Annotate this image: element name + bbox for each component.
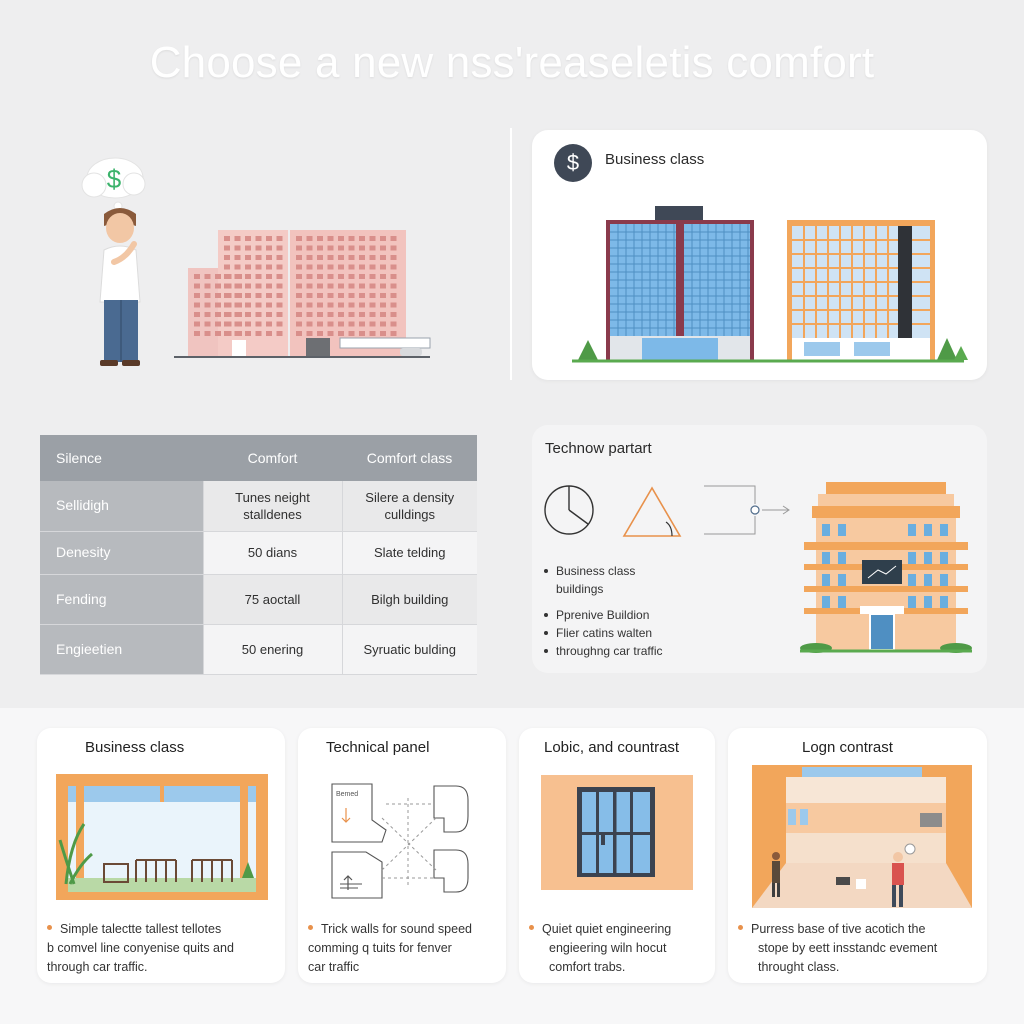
pie-clock-icon [544, 485, 594, 535]
business-class-title: Business class [605, 151, 705, 168]
person-figure [772, 852, 780, 897]
table-header-cell: Silence [40, 435, 203, 481]
bottom-card-lobic-countrast: Lobic, and countrast Quiet quiet enginee… [519, 728, 715, 983]
pink-apartment-buildings [174, 230, 431, 358]
card-description: Simple talectte tallest tellotes b comve… [47, 922, 234, 974]
technow-bullet-list: Business class buildings Pprenive Buildi… [544, 562, 663, 660]
card-description: Purress base of tive acotich the stope b… [738, 920, 979, 977]
table-cell: Slate telding [341, 531, 477, 575]
lounge-interior-illustration [56, 774, 268, 900]
connector-arrow-icon [704, 485, 790, 535]
thinking-person [99, 208, 141, 366]
row-label: Fending [40, 574, 203, 625]
table-header-cell: Comfort class [342, 435, 477, 481]
technical-symbols [544, 485, 790, 537]
row-label: Engieetien [40, 624, 203, 675]
list-item: Business class [544, 562, 663, 580]
table-row: Engieetien 50 enering Syruatic bulding [40, 624, 477, 675]
dollar-thought-bubble-icon: $ [81, 157, 146, 211]
bottom-card-business-class: Business class Simple talectte tallest t… [37, 728, 285, 983]
vertical-divider [510, 128, 512, 380]
table-header-cell: Comfort [203, 435, 342, 481]
office-buildings-illustration [572, 206, 968, 363]
triangle-angle-icon [622, 486, 682, 537]
svg-text:$: $ [107, 164, 122, 194]
person-figure [892, 843, 916, 907]
page-title: Choose a new nss'reaseletis comfort [149, 38, 875, 87]
table-row: Fending 75 aoctall Bilgh building [40, 574, 477, 625]
table-cell: Bilgh building [341, 574, 477, 625]
bottom-card-logn-contrast: Logn contrast Purress base of tive acoti… [728, 728, 987, 983]
window-wall-illustration [541, 775, 693, 890]
business-class-card: $ Business class [532, 130, 987, 380]
table-cell: Syruatic bulding [341, 624, 477, 675]
list-item: throughng car traffic [544, 642, 663, 660]
bottom-card-technical-panel: Technical panel Bemed Trick walls for so… [298, 728, 506, 983]
row-label: Sellidigh [40, 481, 203, 532]
comparison-table: Silence Comfort Comfort class Sellidigh … [40, 435, 477, 675]
tall-apartment-illustration [800, 482, 972, 653]
hero-illustration: $ [81, 157, 431, 366]
table-cell: 75 aoctall [202, 574, 342, 625]
office-interior-illustration [752, 765, 972, 908]
card-title: Business class [85, 739, 185, 756]
technow-title: Technow partart [545, 440, 652, 457]
card-title: Logn contrast [802, 739, 893, 756]
card-description: Trick walls for sound speed comming q tu… [308, 922, 472, 974]
list-item-continuation: buildings [556, 582, 604, 596]
list-item: Flier catins walten [544, 624, 663, 642]
card-description: Quiet quiet engineering engieering wiln … [529, 920, 707, 977]
technow-card: Technow partart Business class buildings… [532, 425, 987, 673]
technical-diagram-illustration: Bemed [331, 783, 469, 899]
table-header-row: Silence Comfort Comfort class [40, 435, 477, 481]
dollar-icon: $ [554, 144, 592, 182]
table-cell: 50 enering [202, 624, 342, 675]
list-item: Pprenive Buildion [544, 606, 663, 624]
table-row: Denesity 50 dians Slate telding [40, 531, 477, 575]
row-label: Denesity [40, 531, 203, 575]
card-title: Lobic, and countrast [544, 739, 680, 756]
diagram-label: Bemed [336, 791, 358, 798]
card-title: Technical panel [326, 739, 430, 756]
table-cell: 50 dians [202, 531, 342, 575]
